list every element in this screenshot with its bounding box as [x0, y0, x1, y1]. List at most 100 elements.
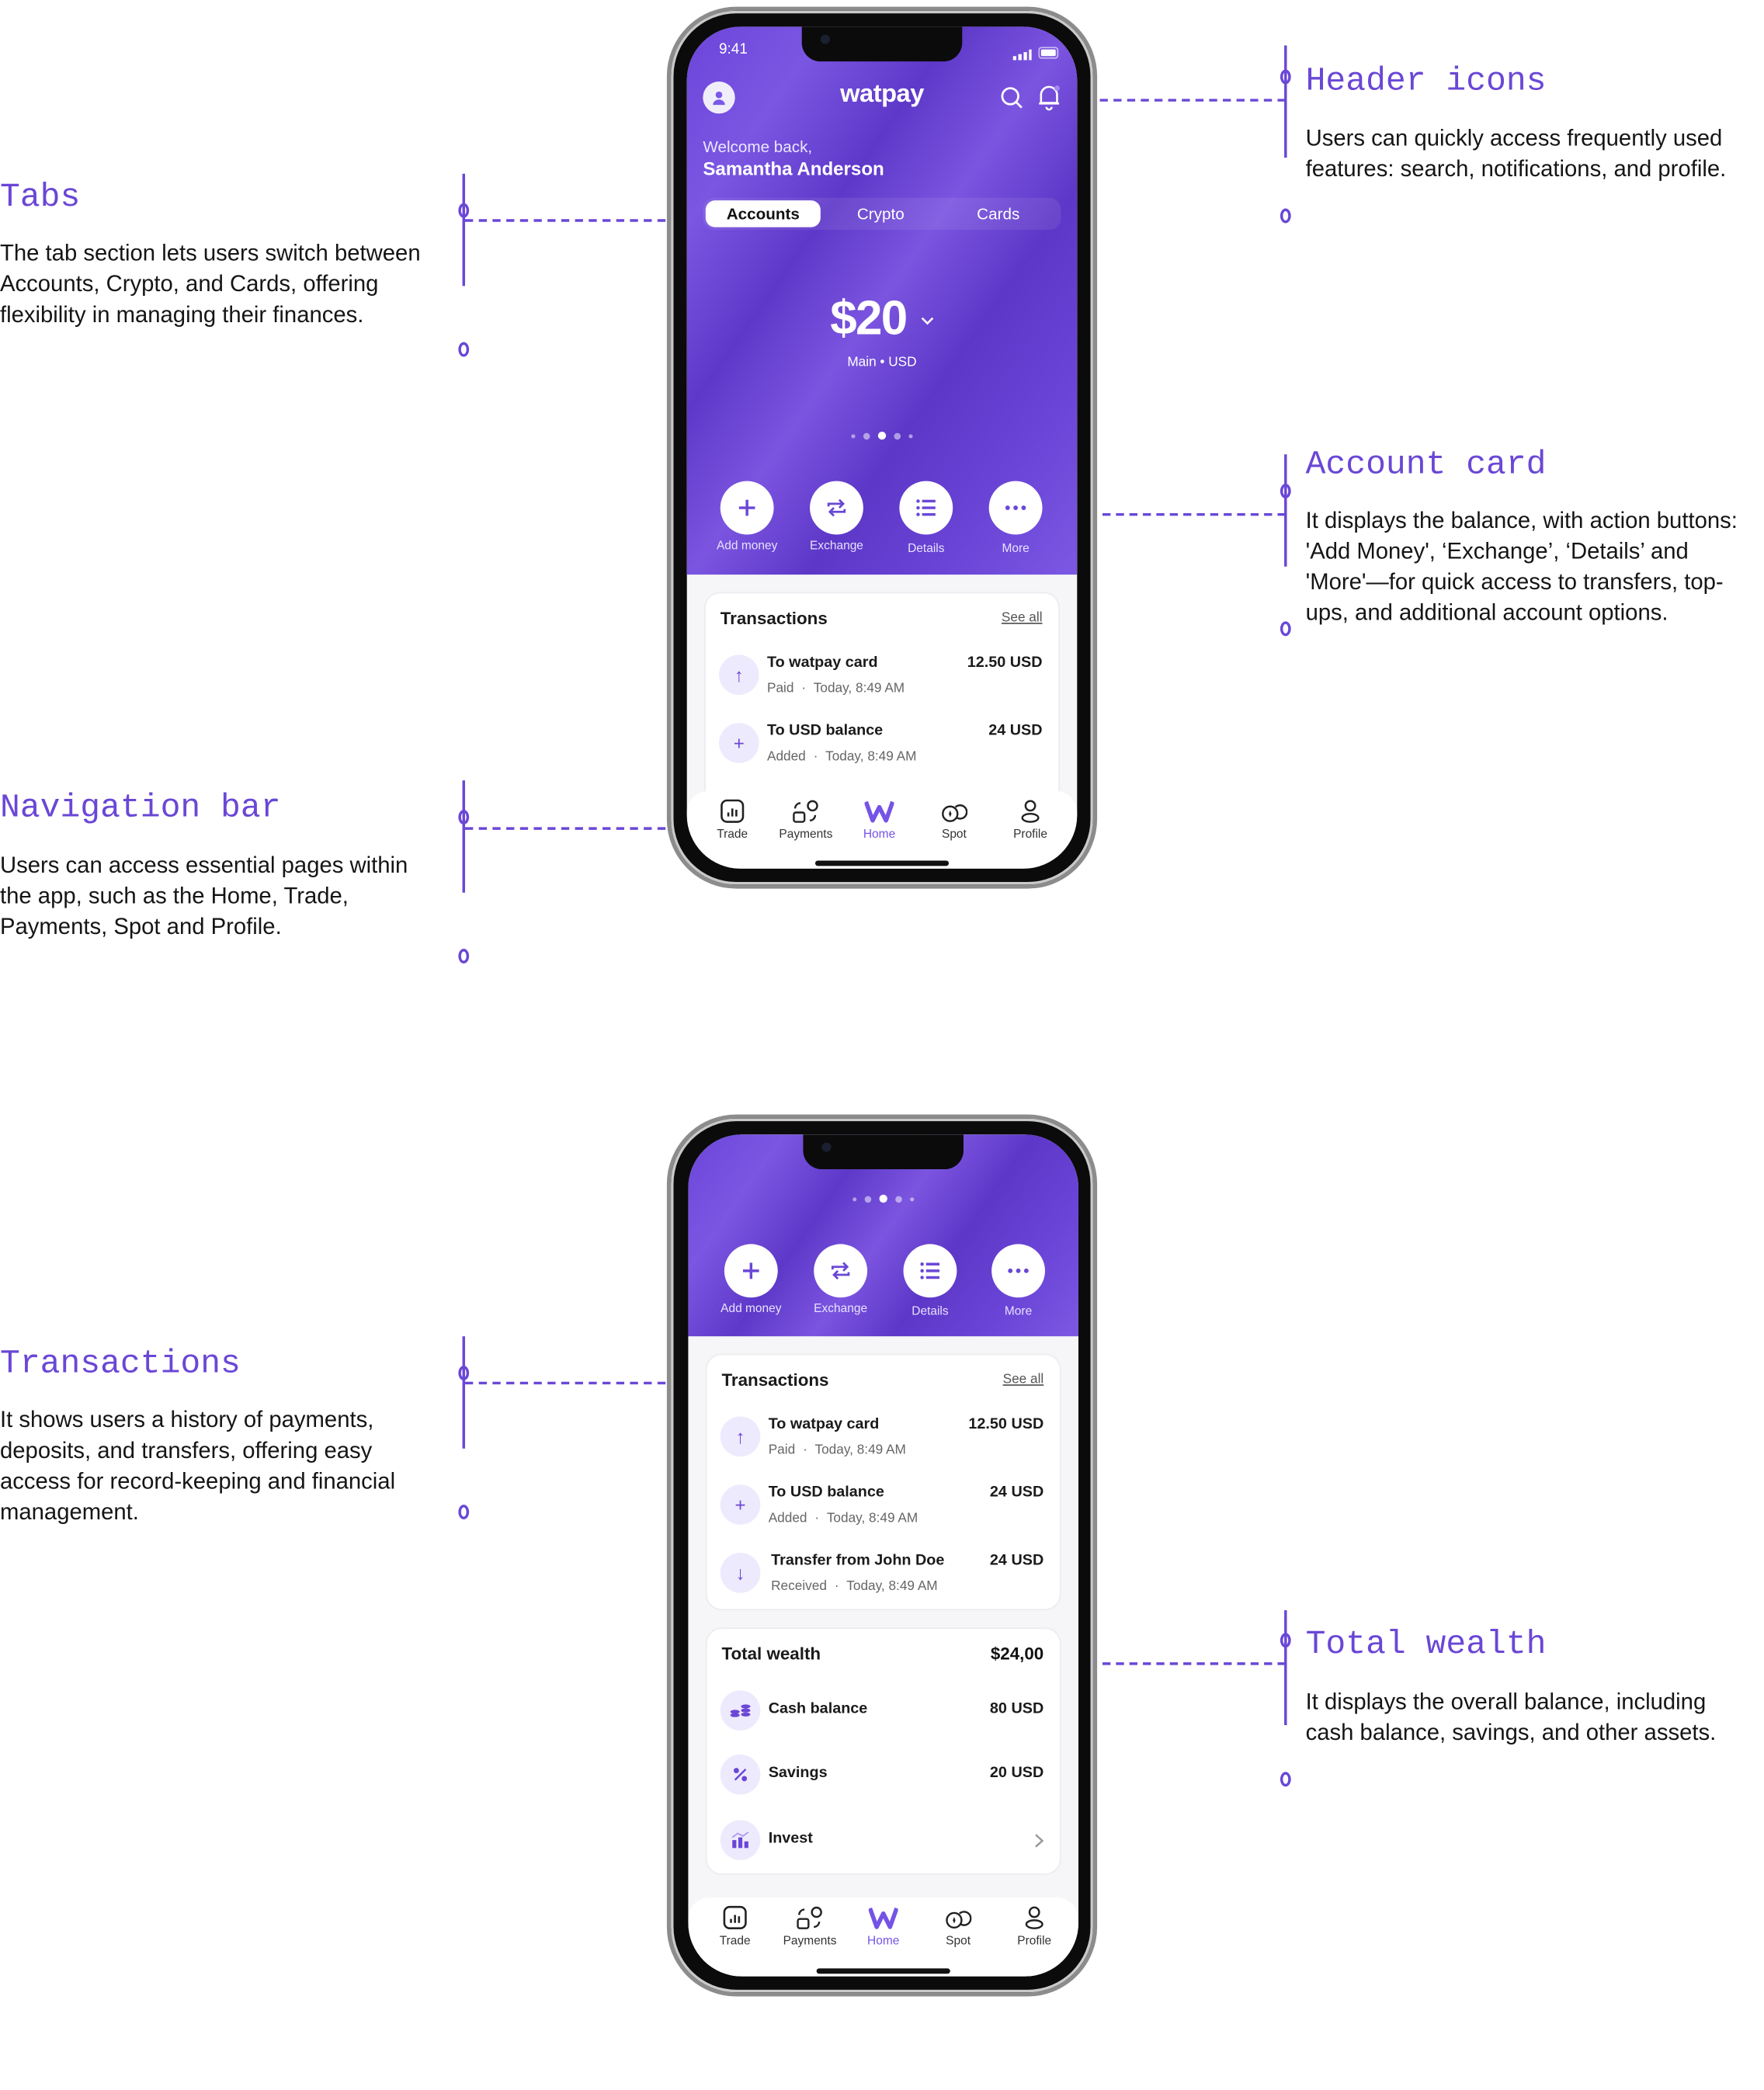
transaction-row[interactable]: + To USD balance Added · Today, 8:49 AM … [707, 1484, 1060, 1546]
add-money-button[interactable] [720, 481, 774, 535]
transaction-meta: Added · Today, 8:49 AM [766, 749, 917, 765]
spot-coins-icon [946, 1911, 972, 1929]
coins-icon [720, 1690, 761, 1731]
connector-ring [1280, 1633, 1291, 1648]
home-indicator [814, 860, 950, 866]
transaction-title: To watpay card [766, 654, 878, 672]
transaction-row[interactable]: ↑ To watpay card Paid · Today, 8:49 AM 1… [706, 654, 1058, 716]
exchange-button[interactable] [814, 1244, 868, 1298]
exchange-button[interactable] [810, 481, 863, 535]
transaction-amount: 24 USD [989, 1484, 1044, 1501]
notch [803, 1134, 964, 1170]
nav-home[interactable]: Home [842, 799, 916, 841]
annotation-body: It displays the overall balance, includi… [1305, 1689, 1717, 1745]
profile-icon [1025, 1906, 1043, 1929]
chevron-down-icon [921, 317, 933, 325]
plus-icon: + [720, 1484, 761, 1525]
notifications-button[interactable] [1037, 84, 1061, 117]
details-button[interactable] [899, 481, 953, 535]
nav-profile[interactable]: Profile [993, 799, 1068, 841]
nav-home[interactable]: Home [846, 1905, 921, 1947]
page-dots[interactable] [688, 1194, 1078, 1203]
home-indicator [816, 1968, 950, 1974]
see-all-link[interactable]: See all [1002, 1372, 1044, 1387]
balance-amount: $20 [830, 290, 908, 345]
exchange-icon [827, 498, 846, 517]
exchange-label: Exchange [810, 538, 863, 552]
annotation-body: Users can quickly access frequently used… [1305, 125, 1727, 182]
search-button[interactable] [999, 85, 1023, 116]
details-button[interactable] [903, 1244, 957, 1298]
wealth-label: Invest [768, 1831, 813, 1847]
annotation-title: Header icons [1305, 61, 1547, 101]
more-label: More [1002, 541, 1030, 555]
total-wealth-amount: $24,00 [990, 1644, 1044, 1664]
wealth-label: Cash balance [768, 1701, 868, 1717]
transaction-row[interactable]: ↓ Transfer from John Doe Received · Toda… [707, 1553, 1060, 1614]
connector-ring [458, 342, 470, 357]
nav-trade[interactable]: Trade [695, 799, 769, 841]
trade-chart-icon [723, 1905, 747, 1929]
nav-profile[interactable]: Profile [997, 1905, 1071, 1947]
camera [821, 1142, 832, 1152]
more-label: More [1004, 1304, 1033, 1318]
tab-cards[interactable]: Cards [977, 204, 1020, 224]
add-money-button[interactable] [724, 1244, 778, 1298]
wealth-row-cash[interactable]: Cash balance 80 USD [707, 1690, 1060, 1752]
transactions-title: Transactions [720, 608, 828, 628]
list-icon [916, 499, 936, 516]
transaction-row[interactable]: ↑ To watpay card Paid · Today, 8:49 AM 1… [707, 1416, 1060, 1477]
annotation-body: Users can access essential pages within … [0, 852, 408, 940]
spot-coins-icon [942, 804, 968, 822]
signal-icon [1012, 43, 1032, 67]
nav-spot[interactable]: Spot [917, 799, 991, 841]
see-all-link[interactable]: See all [1001, 610, 1043, 626]
connector-line [462, 780, 465, 893]
wealth-row-invest[interactable]: Invest [707, 1820, 1060, 1881]
watpay-w-icon [868, 1907, 898, 1929]
transaction-amount: 12.50 USD [968, 1416, 1044, 1433]
transaction-meta: Paid · Today, 8:49 AM [768, 1443, 906, 1458]
payments-icon [797, 1906, 822, 1929]
wealth-row-savings[interactable]: Savings 20 USD [707, 1754, 1060, 1816]
user-icon [713, 91, 725, 106]
exchange-label: Exchange [814, 1301, 868, 1315]
tab-crypto[interactable]: Crypto [856, 204, 905, 224]
notch [801, 26, 963, 62]
annotation-title: Tabs [0, 177, 81, 217]
transactions-card: Transactions See all ↑ To watpay card Pa… [704, 592, 1060, 806]
tab-bar: Accounts Crypto Cards [703, 197, 1061, 231]
chevron-right-icon [1034, 1831, 1044, 1855]
payments-icon [793, 800, 818, 823]
search-icon [1001, 87, 1023, 109]
arrow-up-icon: ↑ [719, 654, 759, 696]
connector-dash [1102, 1662, 1286, 1665]
phone-screen-home: 9:41 watpay Welcome back, Samantha Ander… [686, 26, 1078, 869]
nav-payments[interactable]: Payments [773, 1905, 847, 1947]
plus-icon [742, 1262, 759, 1279]
annotation-title: Total wealth [1305, 1624, 1547, 1664]
navigation-bar: Trade Payments Home Spot Profile [688, 1897, 1079, 1977]
phone-screen-scrolled: Add money Exchange Details More Transact… [688, 1134, 1079, 1977]
connector-dash [464, 1381, 666, 1385]
transaction-row[interactable]: + To USD balance Added · Today, 8:49 AM … [706, 723, 1058, 784]
balance-selector[interactable]: $20 [687, 290, 1078, 346]
connector-ring [458, 949, 470, 963]
connector-dash [464, 219, 666, 222]
transaction-title: To USD balance [766, 723, 884, 739]
tab-accounts[interactable]: Accounts [705, 200, 821, 227]
transaction-meta: Received · Today, 8:49 AM [771, 1579, 938, 1595]
more-button[interactable] [991, 1244, 1045, 1298]
more-button[interactable] [988, 481, 1043, 535]
welcome-text: Welcome back, [703, 137, 813, 157]
profile-avatar-button[interactable] [703, 81, 735, 114]
connector-line [462, 1336, 465, 1449]
transactions-title: Transactions [721, 1370, 829, 1390]
nav-spot[interactable]: Spot [921, 1905, 995, 1947]
nav-trade[interactable]: Trade [697, 1905, 772, 1947]
page-dots[interactable] [687, 431, 1078, 440]
trade-chart-icon [721, 799, 745, 823]
transaction-title: To USD balance [768, 1484, 884, 1501]
watpay-w-icon [864, 800, 894, 823]
nav-payments[interactable]: Payments [769, 799, 843, 841]
